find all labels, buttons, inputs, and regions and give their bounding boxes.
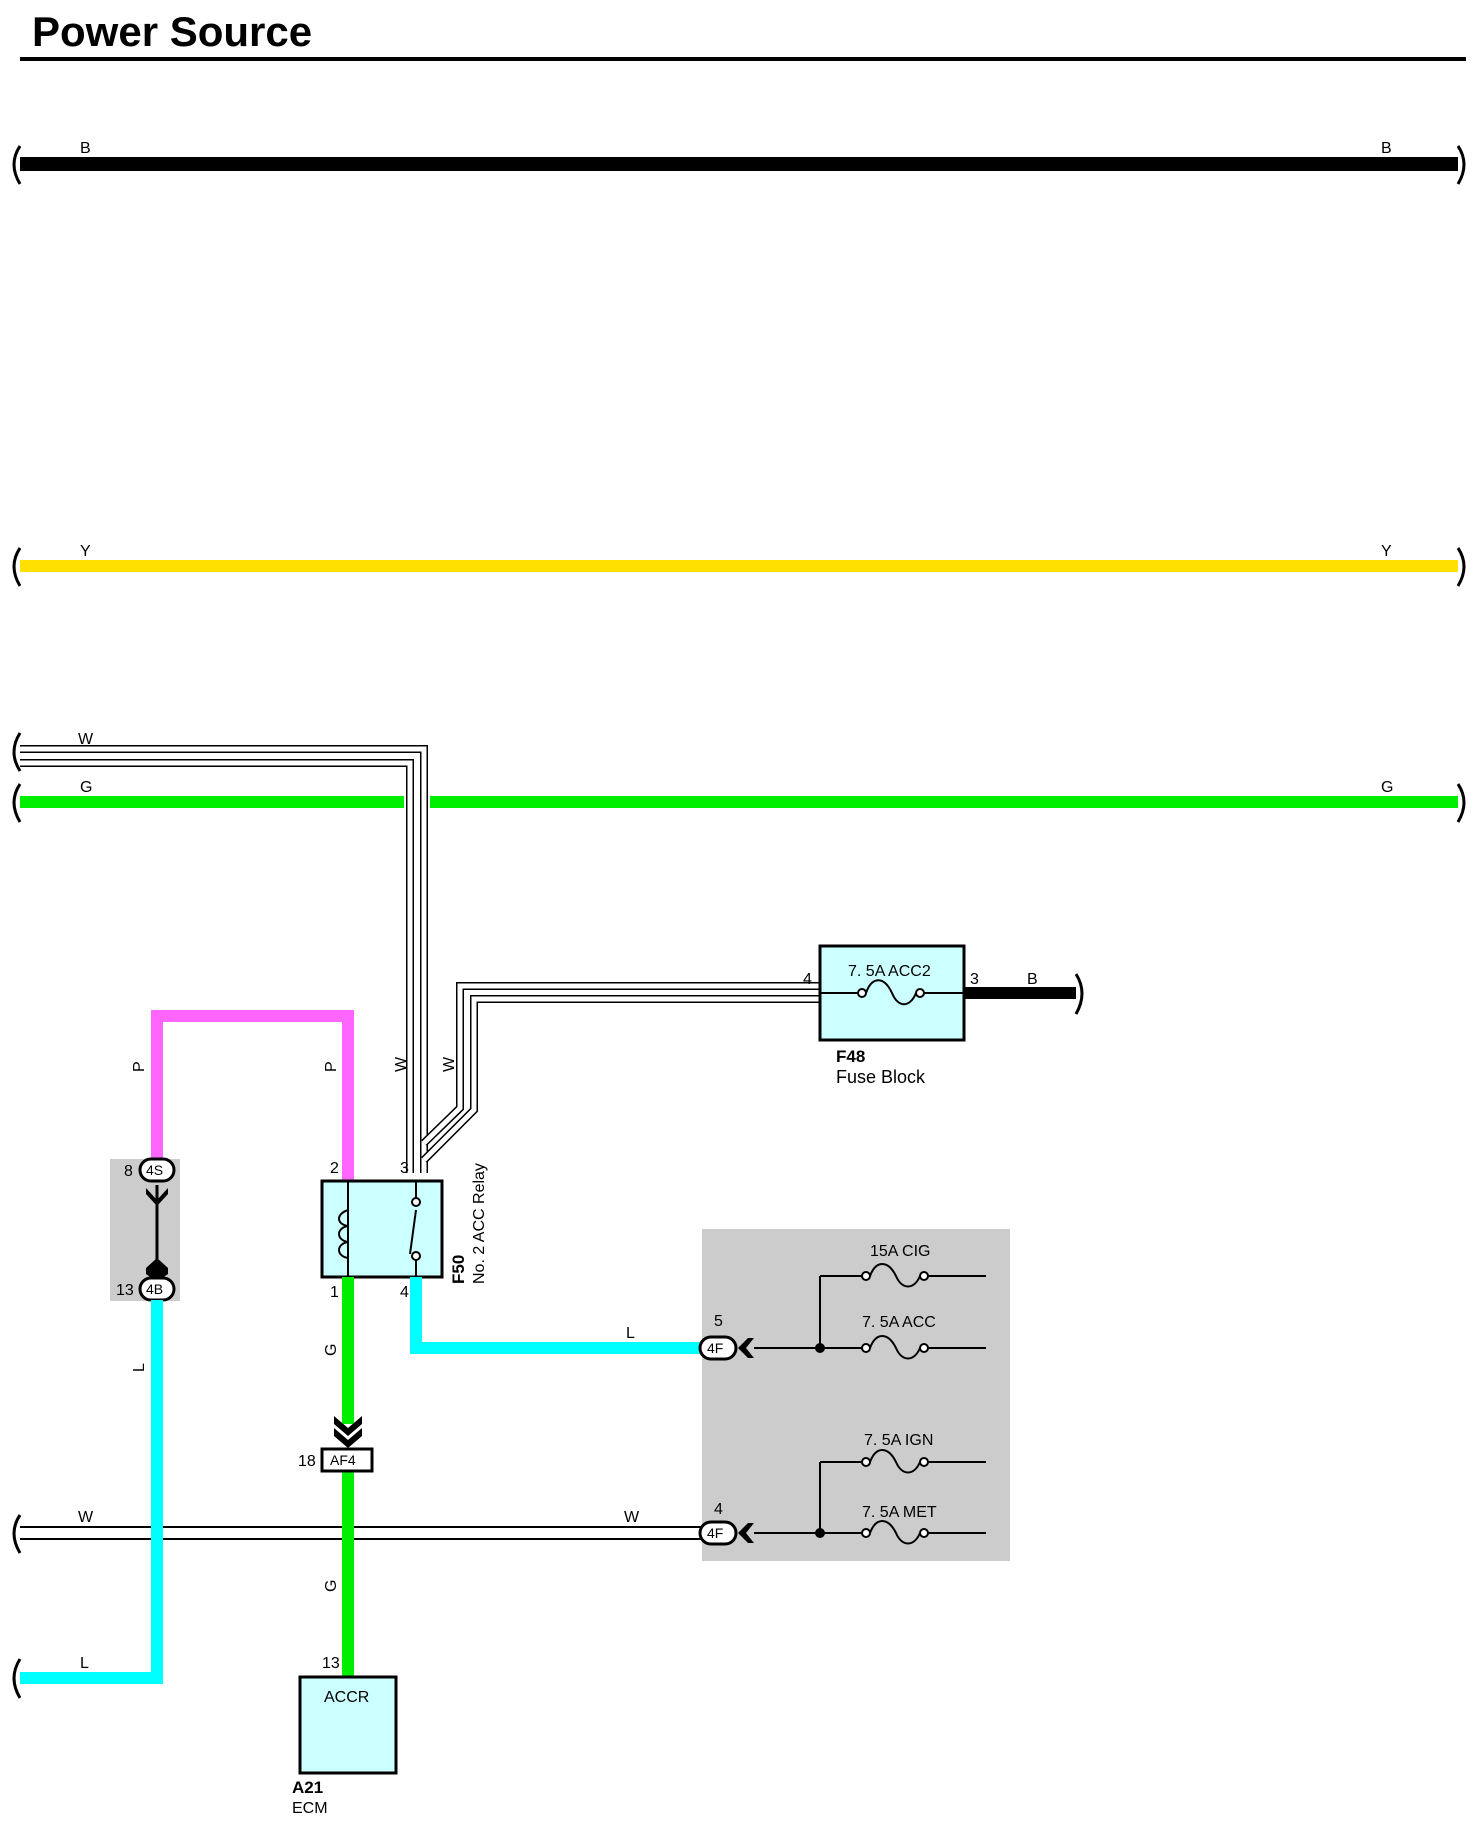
wire-label-g-relay-out: G <box>323 1344 340 1356</box>
connector-4f-upper: 4F 5 <box>698 1313 754 1361</box>
connector-af4-id: AF4 <box>330 1452 356 1468</box>
black-wire-fuse-out: B <box>964 971 1084 1015</box>
connector-arrow-4s-4b <box>146 1185 168 1282</box>
bus-g-label-left: G <box>80 779 92 796</box>
white-wire-to-relay: W <box>12 731 428 1173</box>
pink-wire <box>151 1010 354 1181</box>
connector-4f-lower: 4F 4 <box>698 1501 754 1546</box>
connector-af4-pin: 18 <box>298 1453 316 1470</box>
bus-g-label-right: G <box>1381 779 1393 796</box>
ecm-terminal: ACCR <box>324 1689 369 1706</box>
connector-4f-lower-id: 4F <box>707 1525 723 1541</box>
connector-4b-pin: 13 <box>116 1282 134 1299</box>
connector-4b-id: 4B <box>146 1281 163 1297</box>
fuse-f48-name: Fuse Block <box>836 1067 926 1087</box>
connector-4s-pin: 8 <box>124 1163 133 1180</box>
fuse-15a-cig: 15A CIG <box>861 1243 986 1288</box>
white-wire-bottom: W W <box>12 1509 706 1554</box>
wire-label-w-relay-right: W <box>441 1056 458 1072</box>
green-wire-relay-out <box>334 1277 362 1677</box>
page-title: Power Source <box>32 8 312 55</box>
connector-4f-lower-pin: 4 <box>714 1501 723 1518</box>
junction-lower-wiring <box>754 1461 862 1538</box>
fuse-f48-rating: 7. 5A ACC2 <box>848 963 931 980</box>
fuse-cig-label: 15A CIG <box>870 1243 930 1260</box>
relay-pin-3: 3 <box>400 1160 409 1177</box>
ecm-a21: ACCR 13 A21 ECM <box>292 1655 398 1817</box>
white-wire-to-fuse <box>421 982 820 1163</box>
bus-b-label-left: B <box>80 140 91 157</box>
ecm-name: ECM <box>292 1800 328 1817</box>
connector-4b: 4B 13 <box>116 1276 176 1302</box>
connector-4s-id: 4S <box>146 1162 163 1178</box>
ecm-code: A21 <box>292 1778 323 1797</box>
fuse-7-5a-met: 7. 5A MET <box>861 1504 986 1545</box>
fuse-acc-label: 7. 5A ACC <box>862 1314 936 1331</box>
wire-label-l-relay-out: L <box>626 1325 635 1342</box>
fuse-met-label: 7. 5A MET <box>862 1504 937 1521</box>
fuse-block-f48: 7. 5A ACC2 4 3 F48 Fuse Block <box>803 944 979 1087</box>
bus-wire-b: B B <box>12 140 1466 185</box>
connector-4s: 4S 8 <box>124 1157 176 1183</box>
junction-block-area <box>702 1229 1010 1561</box>
relay-pin-2: 2 <box>330 1160 339 1177</box>
relay-f50-name: No. 2 ACC Relay <box>471 1163 488 1284</box>
connector-4f-upper-pin: 5 <box>714 1313 723 1330</box>
ecm-pin: 13 <box>322 1655 340 1672</box>
fuse-7-5a-ign: 7. 5A IGN <box>861 1432 986 1474</box>
shaded-connector-area <box>110 1159 180 1301</box>
fuse-f48-pin-out: 3 <box>970 971 979 988</box>
fuse-f48-code: F48 <box>836 1047 865 1066</box>
wire-label-w-bottom-left: W <box>78 1509 94 1526</box>
relay-f50: 2 3 1 4 F50 No. 2 ACC Relay <box>320 1160 488 1301</box>
relay-pin-1: 1 <box>330 1284 339 1301</box>
connector-4f-upper-id: 4F <box>707 1340 723 1356</box>
wire-label-p-right: P <box>323 1061 340 1072</box>
bus-wire-y: Y Y <box>12 543 1466 587</box>
cyan-wire-relay-out: L <box>410 1277 706 1354</box>
wire-label-w-bottom-right: W <box>624 1509 640 1526</box>
bus-b-label-right: B <box>1381 140 1392 157</box>
fuse-7-5a-acc: 7. 5A ACC <box>861 1314 986 1360</box>
wire-label-b-fuse-out: B <box>1027 971 1038 988</box>
wire-label-l-left: L <box>131 1363 148 1372</box>
cyan-wire-left <box>12 1300 163 1699</box>
bus-w-top-label: W <box>78 731 94 748</box>
bus-wire-g: G G <box>12 779 1466 823</box>
junction-upper-wiring <box>754 1275 862 1353</box>
wire-label-g-ecm: G <box>323 1580 340 1592</box>
bus-y-label-left: Y <box>80 543 91 560</box>
wire-label-l-bottom: L <box>80 1655 89 1672</box>
wire-label-w-relay-left: W <box>393 1056 410 1072</box>
connector-af4: AF4 18 <box>298 1447 374 1473</box>
bus-y-label-right: Y <box>1381 543 1392 560</box>
fuse-f48-pin-in: 4 <box>803 971 812 988</box>
relay-pin-4: 4 <box>400 1284 409 1301</box>
relay-f50-code: F50 <box>449 1255 468 1284</box>
wire-label-p-left: P <box>131 1061 148 1072</box>
fuse-ign-label: 7. 5A IGN <box>864 1432 933 1449</box>
